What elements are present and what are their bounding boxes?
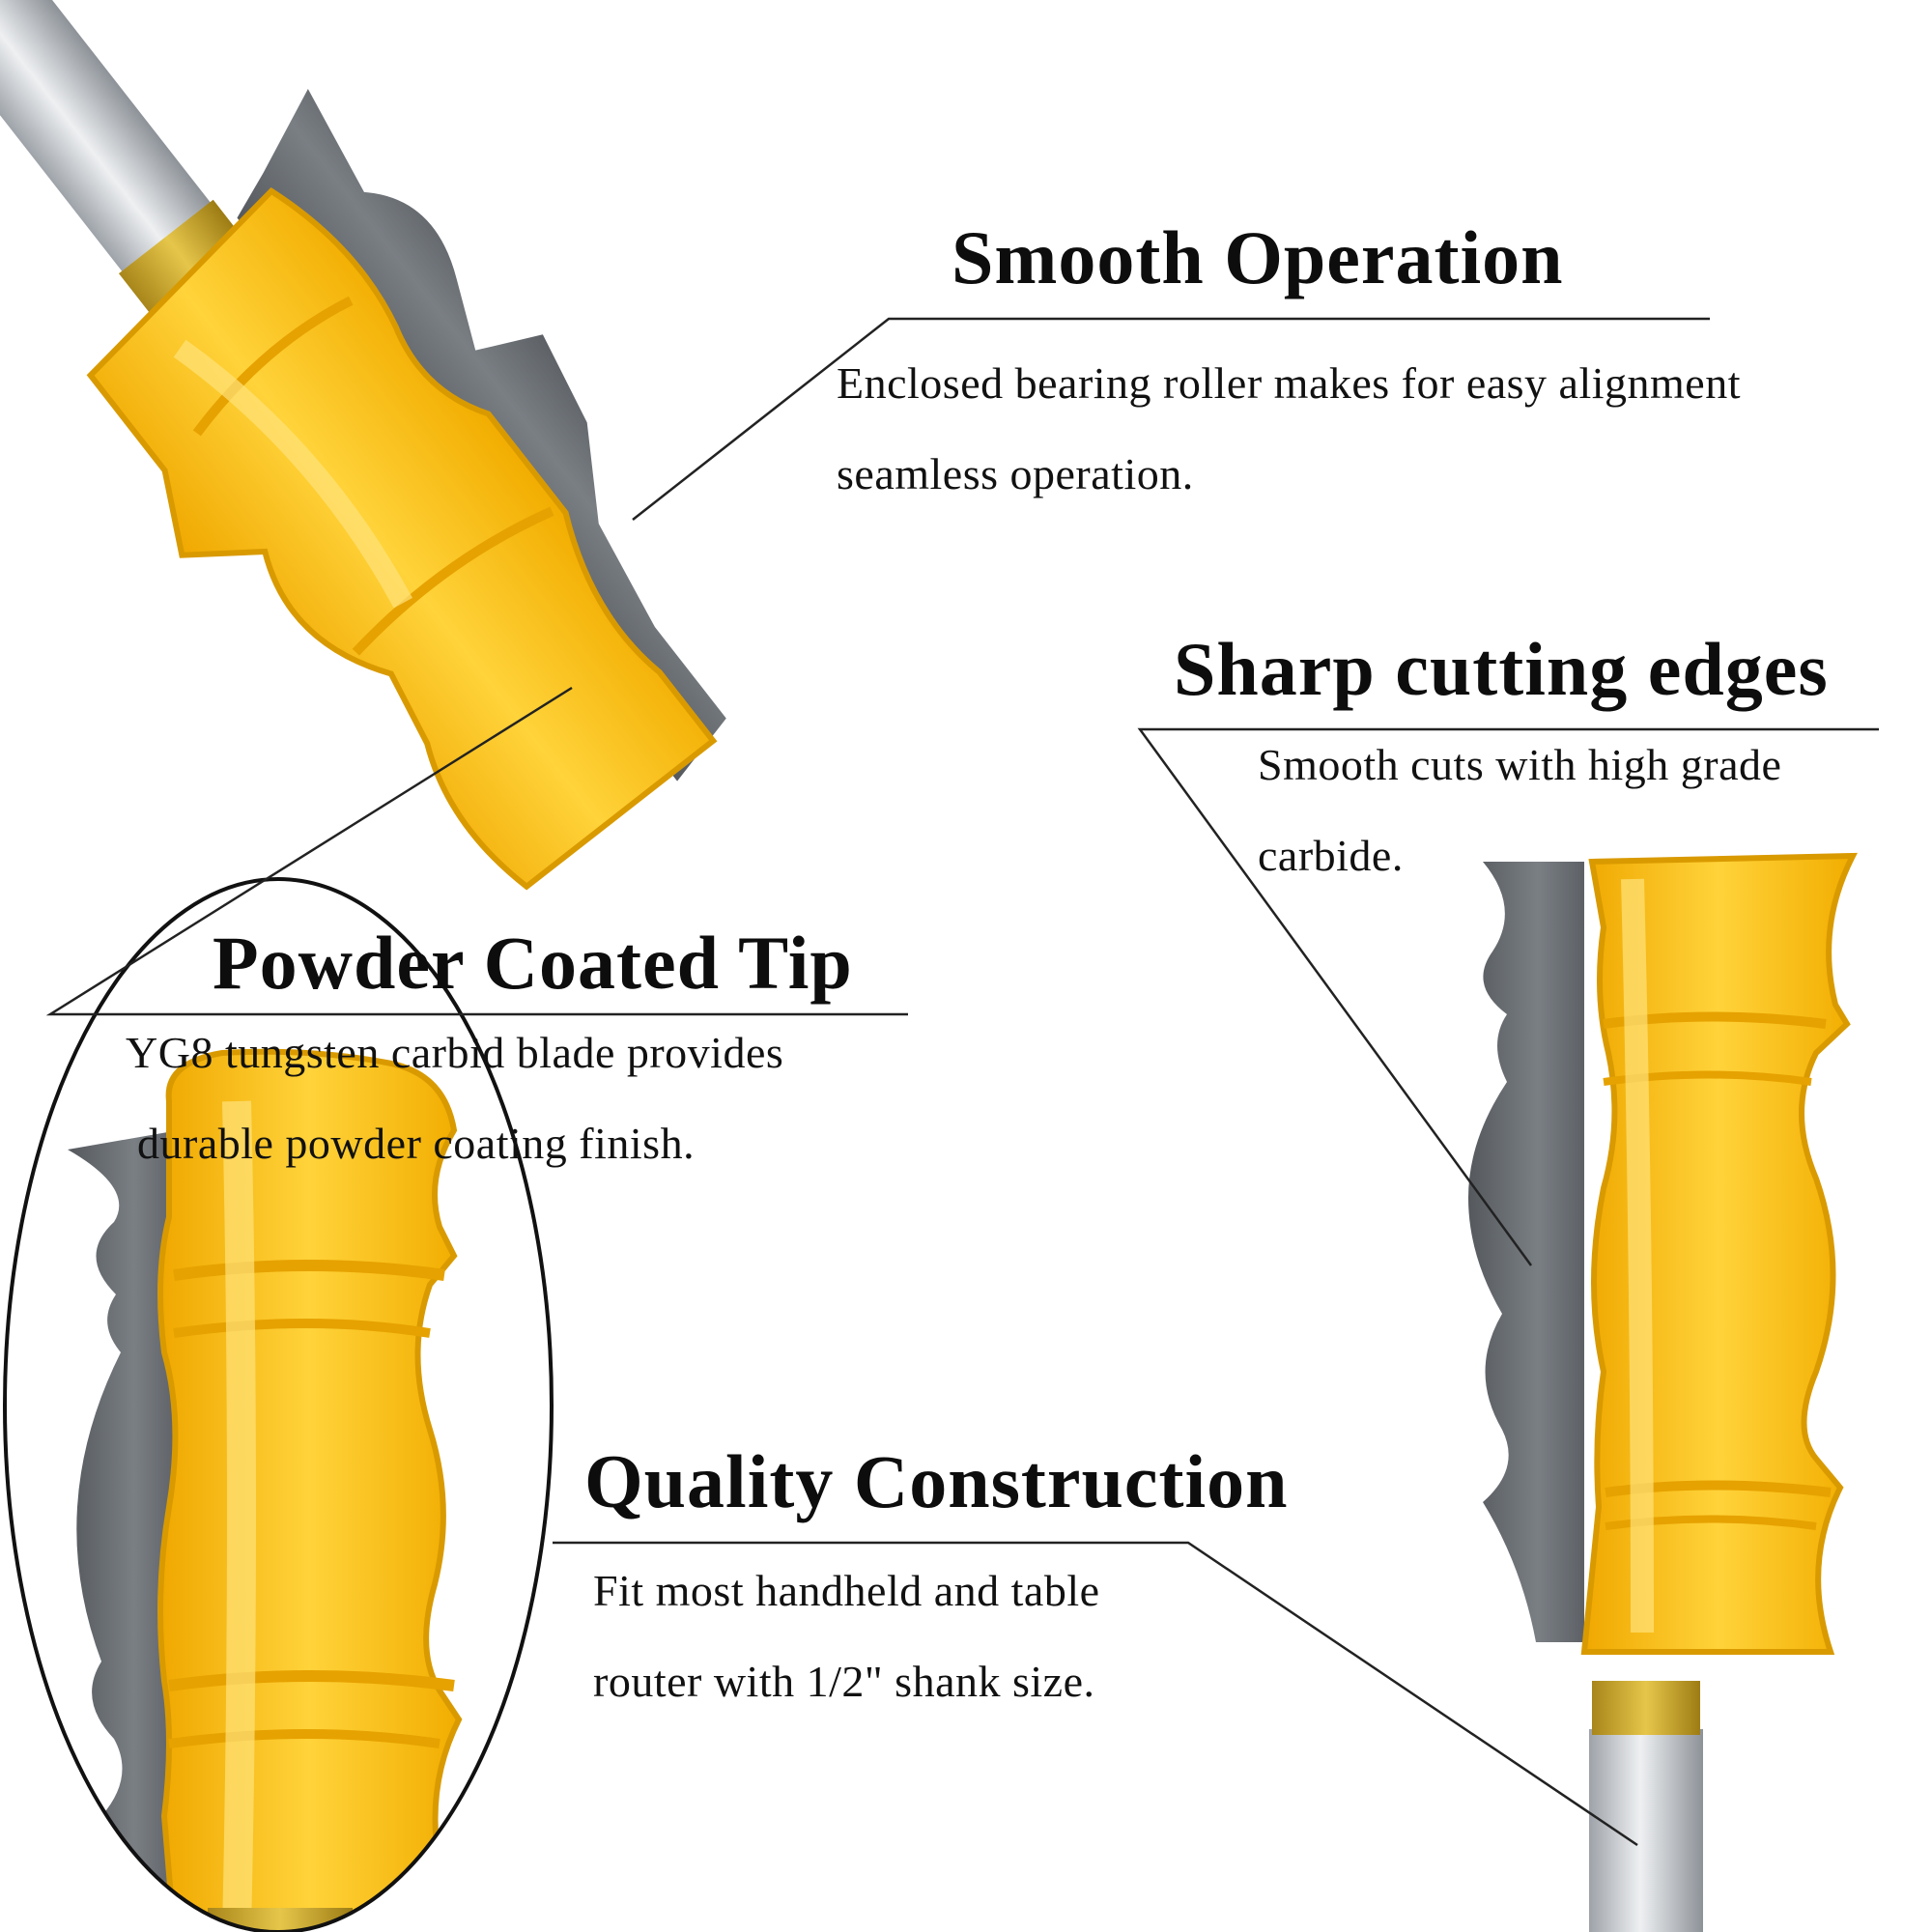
feature-title-powder-coated-tip: Powder Coated Tip [213,921,853,1005]
router-bit-upright [1468,852,1858,1932]
leader-quality-construction [553,1541,1638,1847]
feature-desc-smooth-operation: Enclosed bearing roller makes for easy a… [837,338,1741,520]
desc-line: Smooth cuts with high grade [1258,740,1782,789]
shank-upright [1589,1729,1703,1932]
leader-powder-coated-tip [45,686,908,1016]
desc-line: durable powder coating finish. [137,1119,696,1168]
carbide-blade-closeup [68,1130,179,1932]
feature-desc-powder-coated-tip: YG8 tungsten carbid blade provides durab… [126,1008,783,1189]
router-bit-angled [0,0,726,891]
desc-line: YG8 tungsten carbid blade provides [126,1028,784,1077]
feature-desc-sharp-cutting-edges: Smooth cuts with high grade carbide. [1258,720,1781,901]
feature-title-smooth-operation: Smooth Operation [952,215,1564,299]
desc-line: router with 1/2" shank size. [593,1657,1095,1706]
brass-collar-angled [118,199,249,320]
leader-sharp-cutting-edges [1137,727,1879,1266]
desc-line: carbide. [1258,831,1404,880]
shank-angled [0,0,229,295]
desc-line: Fit most handheld and table [593,1566,1100,1615]
zoom-ellipse [3,877,554,1932]
brass-collar-upright [1592,1681,1700,1735]
desc-line: seamless operation. [837,449,1194,498]
carbide-blade-upright [1468,862,1584,1642]
feature-title-sharp-cutting-edges: Sharp cutting edges [1174,627,1829,711]
feature-desc-quality-construction: Fit most handheld and table router with … [593,1546,1100,1727]
leader-lines [45,317,1879,1847]
leader-smooth-operation [632,317,1710,521]
router-bit-closeup [68,1048,463,1932]
feature-title-quality-construction: Quality Construction [584,1439,1289,1523]
coated-body-angled [86,186,718,891]
desc-line: Enclosed bearing roller makes for easy a… [837,358,1742,408]
